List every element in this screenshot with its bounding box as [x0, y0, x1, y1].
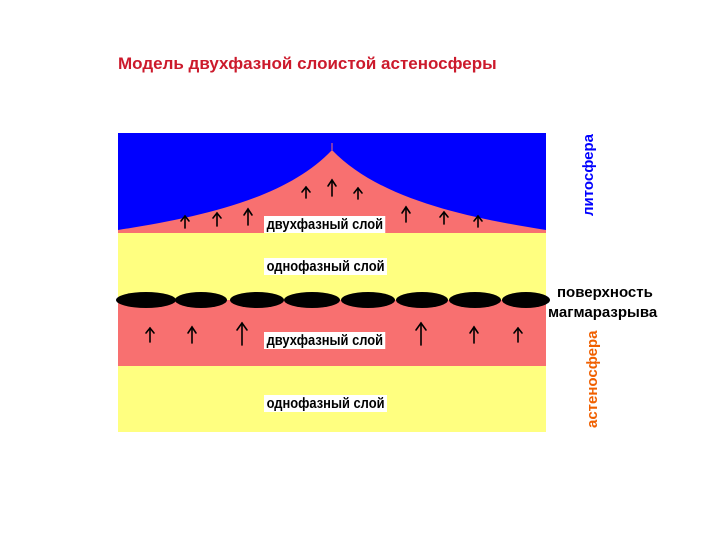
melt-lens-icon	[230, 292, 284, 308]
magma-rupture-surface	[116, 292, 550, 308]
up-arrow-icon	[513, 326, 523, 343]
melt-lens-icon	[449, 292, 501, 308]
lithosphere-label: литосфера	[580, 134, 597, 216]
up-arrow-icon	[187, 325, 197, 344]
up-arrow-icon	[243, 207, 253, 226]
asthenosphere-label: астеносфера	[584, 330, 601, 428]
up-arrow-icon	[415, 321, 427, 346]
one-phase-layer-label-upper: однофазный слой	[264, 258, 388, 275]
two-phase-layer-label-lower: двухфазный слой	[264, 332, 386, 349]
magma-rupture-surface-label-line2: магмаразрыва	[548, 304, 658, 321]
one-phase-layer-label-lower: однофазный слой	[264, 395, 388, 412]
up-arrow-icon	[469, 325, 479, 344]
upper-arrows	[180, 178, 483, 229]
lithosphere-region	[118, 133, 546, 230]
melt-lens-icon	[502, 292, 550, 308]
up-arrow-icon	[301, 185, 311, 199]
melt-lens-icon	[396, 292, 448, 308]
up-arrow-icon	[401, 205, 411, 223]
up-arrow-icon	[145, 326, 155, 343]
melt-lens-icon	[116, 292, 176, 308]
up-arrow-icon	[439, 210, 449, 225]
melt-lens-icon	[175, 292, 227, 308]
up-arrow-icon	[353, 186, 363, 200]
up-arrow-icon	[212, 211, 222, 227]
magma-rupture-surface-label-line1: поверхность	[557, 284, 653, 301]
melt-lens-icon	[284, 292, 340, 308]
up-arrow-icon	[473, 214, 483, 228]
two-phase-layer-label-top: двухфазный слой	[264, 216, 386, 233]
up-arrow-icon	[327, 178, 337, 197]
page-title: Модель двухфазной слоистой астеносферы	[118, 54, 497, 73]
up-arrow-icon	[180, 214, 190, 229]
melt-lens-icon	[341, 292, 395, 308]
up-arrow-icon	[236, 321, 248, 346]
lower-arrows	[145, 321, 523, 346]
